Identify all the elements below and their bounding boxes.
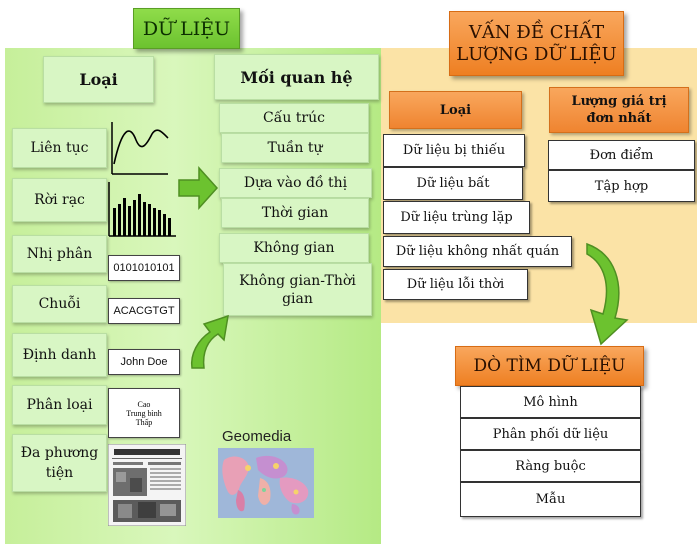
quality-duplicate-data: Dữ liệu trùng lặp xyxy=(383,201,530,234)
up-right-arrow-icon xyxy=(190,314,229,369)
geomedia-label: Geomedia xyxy=(222,428,292,445)
world-map-image xyxy=(218,448,314,518)
relation-structure: Cấu trúc xyxy=(219,103,369,133)
binary-example: 0101010101 xyxy=(108,255,180,281)
mining-patterns: Mẫu xyxy=(460,482,641,517)
category-high: Cao xyxy=(137,399,151,409)
quality-inconsistent-data: Dữ liệu không nhất quán xyxy=(383,236,572,267)
data-types-header: Loại xyxy=(43,56,154,103)
quality-outdated-data: Dữ liệu lỗi thời xyxy=(383,269,528,300)
mining-model: Mô hình xyxy=(460,386,641,418)
mining-data-distribution: Phân phối dữ liệu xyxy=(460,418,641,450)
data-type-string: Chuỗi xyxy=(12,285,107,323)
relation-spatial: Không gian xyxy=(219,233,369,263)
mining-constraints: Ràng buộc xyxy=(460,450,641,482)
quality-types-header: Loại xyxy=(389,91,522,129)
quality-anomalous-data: Dữ liệu bất xyxy=(383,167,523,200)
data-type-discrete: Rời rạc xyxy=(12,178,107,222)
data-type-binary: Nhị phân xyxy=(12,235,107,273)
category-low: Thấp xyxy=(135,417,153,427)
relation-spatio-temporal: Không gian-Thời gian xyxy=(223,263,372,316)
newspaper-image xyxy=(108,444,186,526)
categorical-example: Cao Trung bình Thấp xyxy=(108,388,180,438)
curved-down-arrow-icon xyxy=(586,242,629,346)
data-type-continuous: Liên tục xyxy=(12,128,107,168)
string-example: ACACGTGT xyxy=(108,298,180,324)
relation-sequential: Tuần tự xyxy=(221,133,369,163)
data-type-categorical: Phân loại xyxy=(12,385,107,425)
data-type-multimedia: Đa phương tiện xyxy=(12,434,107,492)
unique-values-header: Lượng giá trị đơn nhất xyxy=(549,87,689,133)
mining-title: DÒ TÌM DỮ LIỆU xyxy=(455,346,644,386)
data-title: DỮ LIỆU xyxy=(133,8,240,49)
unique-values-header-line2: đơn nhất xyxy=(586,111,652,126)
quality-missing-data: Dữ liệu bị thiếu xyxy=(383,134,525,167)
identifier-example: John Doe xyxy=(108,349,180,375)
quality-title-line1: VẤN ĐỀ CHẤT xyxy=(468,21,605,43)
category-medium: Trung bình xyxy=(126,408,162,418)
unique-set: Tập hợp xyxy=(548,170,695,202)
unique-single-point: Đơn điểm xyxy=(548,140,695,170)
data-type-identifier: Định danh xyxy=(12,333,107,377)
discrete-bars-icon xyxy=(108,182,176,237)
relation-temporal: Thời gian xyxy=(221,198,369,228)
quality-title: VẤN ĐỀ CHẤT LƯỢNG DỮ LIỆU xyxy=(449,11,624,76)
relations-header: Mối quan hệ xyxy=(214,54,379,100)
relation-graph-based: Dựa vào đồ thị xyxy=(219,168,372,198)
quality-title-line2: LƯỢNG DỮ LIỆU xyxy=(456,43,617,65)
continuous-curve-icon xyxy=(111,122,169,175)
right-arrow-icon xyxy=(178,166,219,210)
unique-values-header-line1: Lượng giá trị xyxy=(571,94,667,109)
